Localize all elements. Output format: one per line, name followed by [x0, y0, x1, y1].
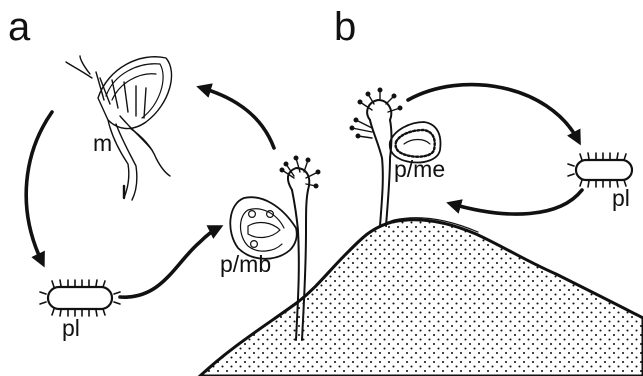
medusa-drawing — [66, 56, 172, 200]
panel-b-letter: b — [334, 5, 356, 49]
arrow-polyp-to-planula — [408, 85, 578, 140]
arrow-planula-to-polyp — [120, 228, 218, 297]
substrate-rock — [200, 220, 643, 376]
panel-a-letter: a — [8, 5, 31, 49]
polyp-medusa-bud-label: p/mb — [220, 251, 271, 277]
arrow-medusa-to-planula — [26, 112, 52, 262]
arrow-polyp-to-medusa — [202, 88, 274, 148]
planula-a-label: pl — [62, 315, 80, 341]
planula-a-drawing — [40, 280, 120, 316]
medusa-label: m — [93, 130, 112, 156]
planula-b-label: pl — [612, 185, 630, 211]
arrow-planula-to-polyp — [452, 190, 582, 214]
polyp-medusoid-label: p/me — [394, 156, 445, 182]
planula-b-drawing — [568, 153, 632, 187]
